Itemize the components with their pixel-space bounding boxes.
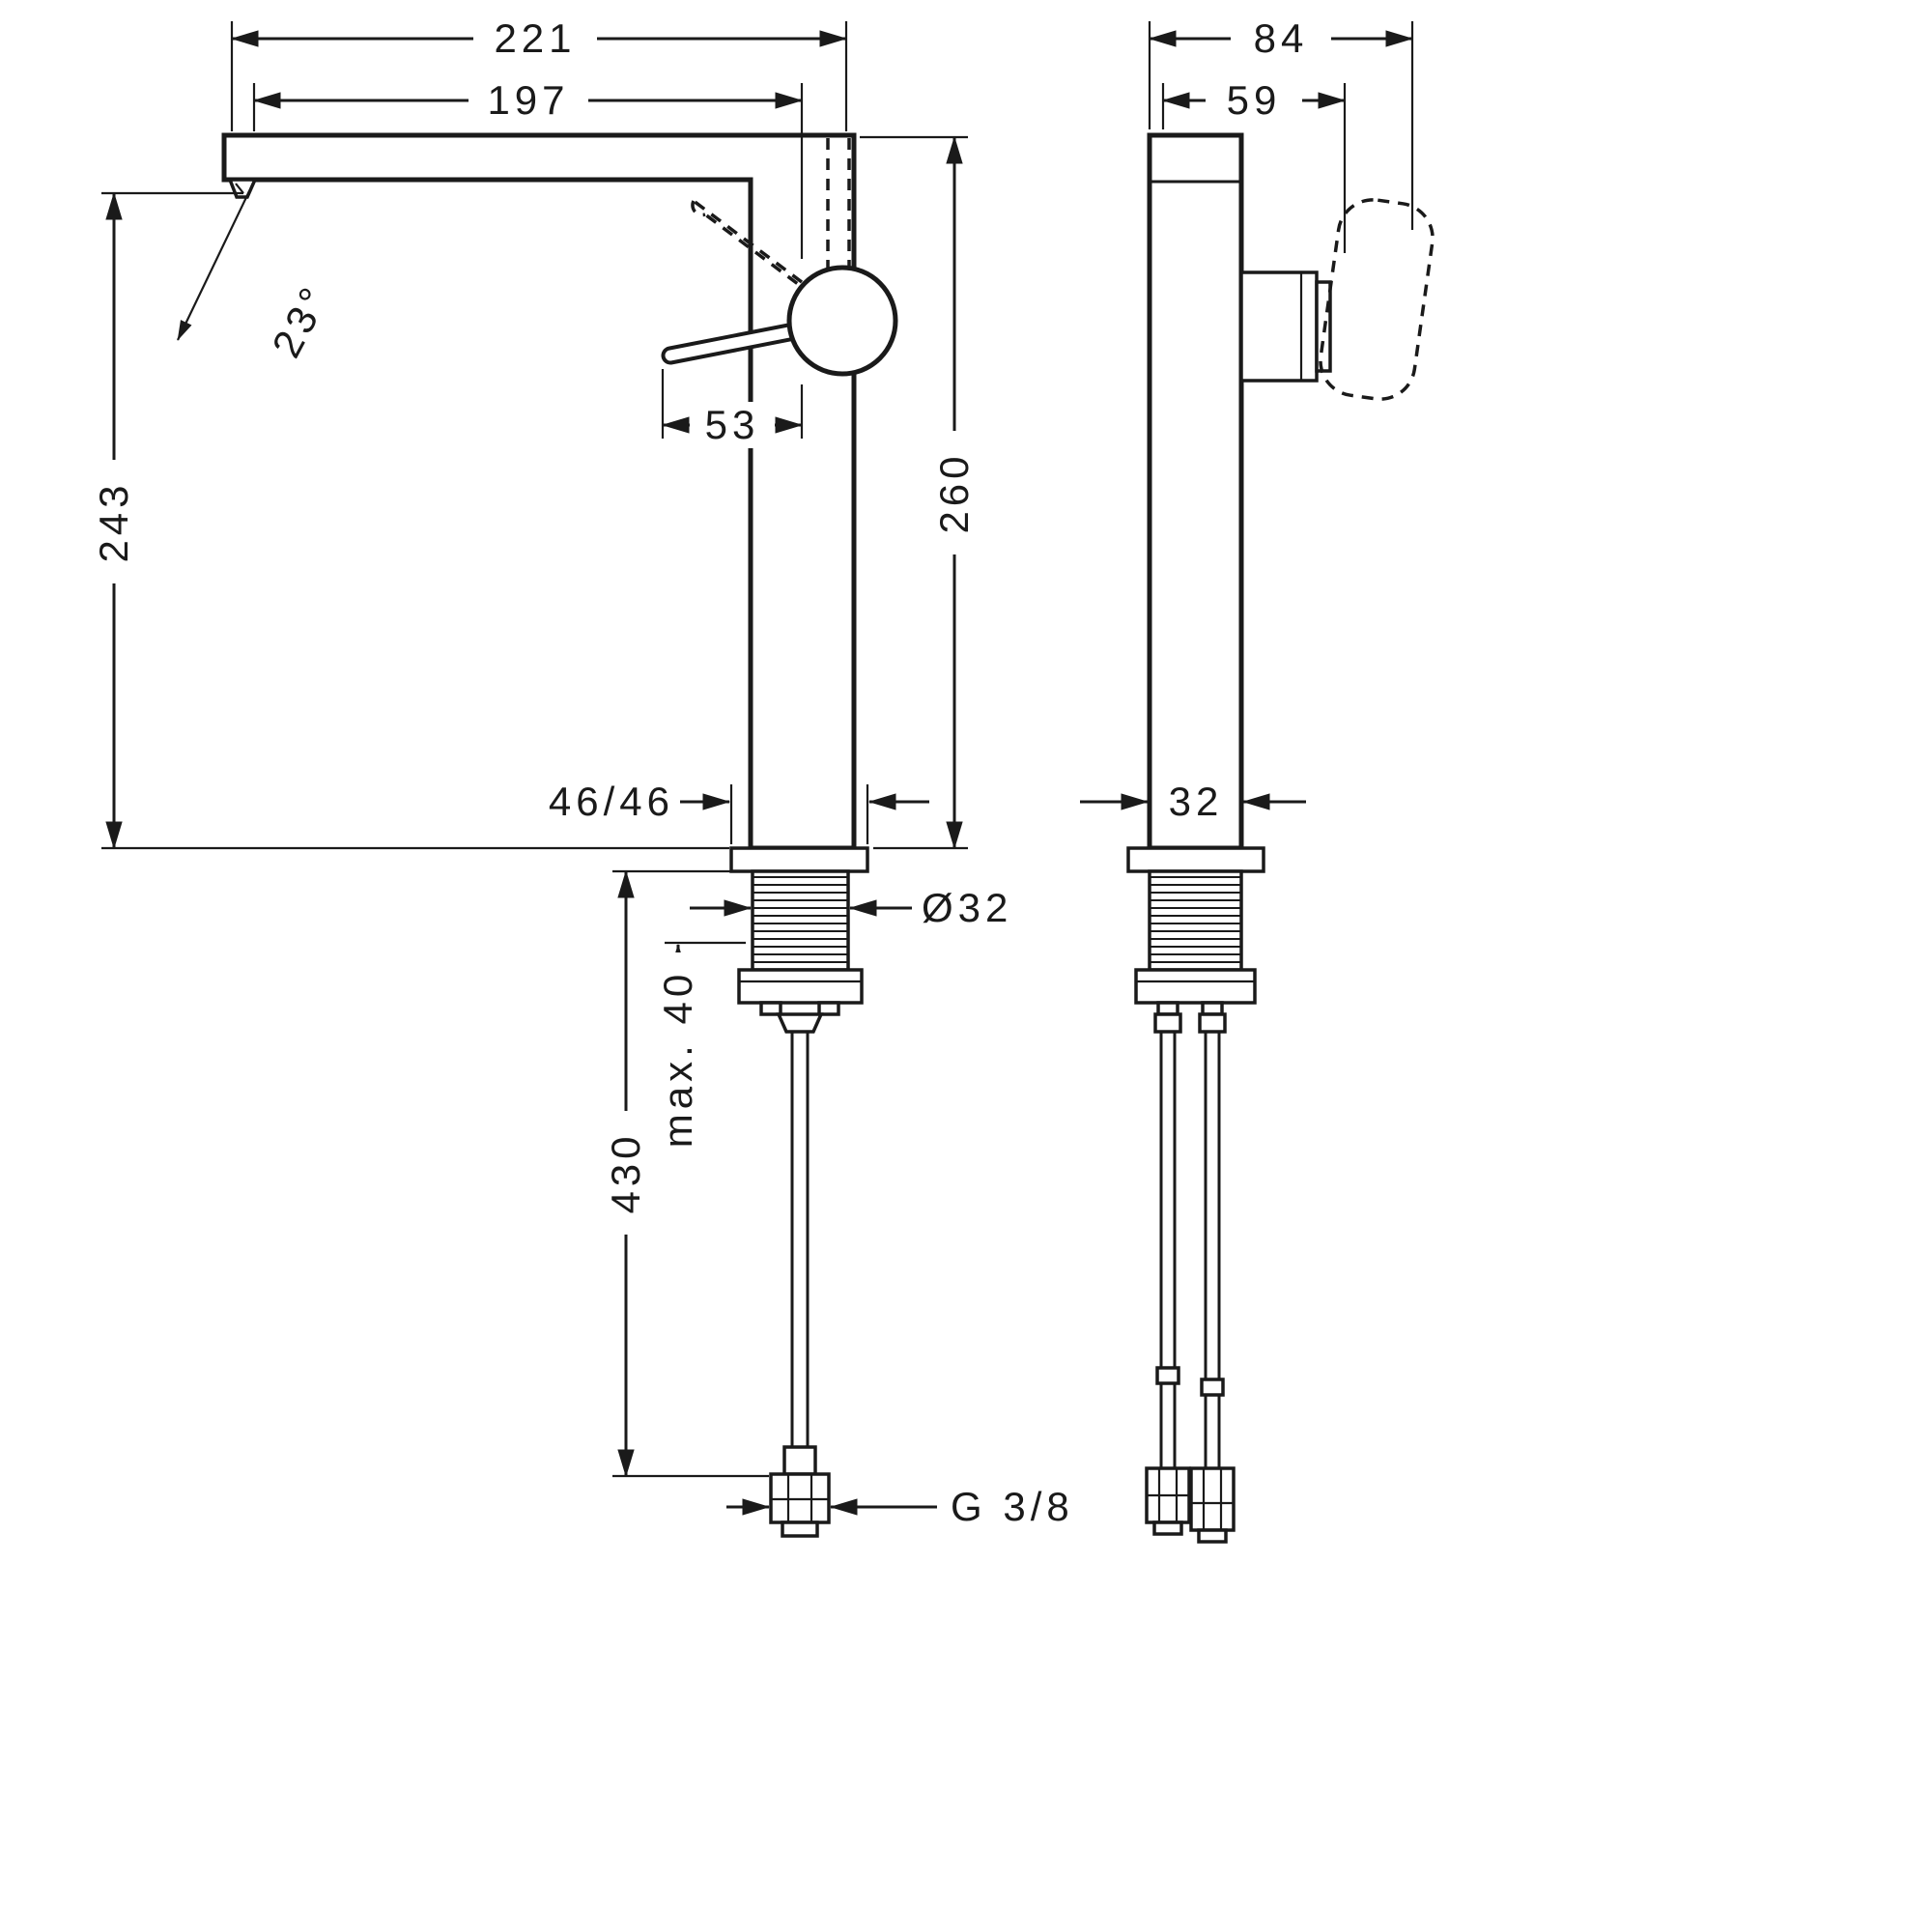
faucet-body-front bbox=[221, 132, 857, 851]
base-plate-side bbox=[1126, 846, 1265, 873]
handle-block-side bbox=[1239, 270, 1319, 383]
dim-body-depth-label: 59 bbox=[1227, 77, 1282, 123]
faucet-body-side bbox=[1147, 132, 1244, 851]
dim-handle-projection: 53 bbox=[661, 369, 804, 448]
dim-spout-to-deck-height-label: 243 bbox=[91, 480, 136, 562]
threaded-shank-front bbox=[751, 869, 850, 972]
dim-overall-projection: 221 bbox=[230, 15, 848, 131]
dim-hose-length-label: 430 bbox=[603, 1131, 648, 1213]
dim-overall-projection-label: 221 bbox=[494, 15, 576, 61]
hose-reducer bbox=[776, 1012, 824, 1034]
dim-spout-reach-label: 197 bbox=[487, 77, 569, 123]
side-view-mounting bbox=[1126, 846, 1265, 1544]
dim-max-deck-thickness: max. 40 bbox=[655, 941, 746, 1165]
dim-spout-angle: 23° bbox=[263, 276, 338, 364]
dim-hose-length: 430 bbox=[603, 869, 769, 1478]
dim-max-deck-thickness-label: max. 40 bbox=[655, 970, 700, 1148]
connector-end bbox=[1197, 1528, 1228, 1544]
hose-collar-front bbox=[782, 1445, 817, 1476]
hose-fitting bbox=[1198, 1012, 1227, 1034]
dim-deck-to-spout-height-label: 260 bbox=[931, 451, 977, 533]
mounting-nut-side bbox=[1134, 968, 1257, 1005]
handle-dashed-tilted bbox=[703, 213, 815, 298]
front-view-faucet bbox=[177, 132, 898, 851]
dim-tap-hole-diameter-label: Ø32 bbox=[922, 885, 1012, 930]
handle-dashed-tilted bbox=[692, 199, 804, 284]
hose-collar-side bbox=[1200, 1378, 1225, 1397]
connector-end bbox=[1152, 1520, 1183, 1536]
handle-lever-dashed-side bbox=[1319, 198, 1435, 401]
mounting-nut-front bbox=[737, 968, 864, 1005]
side-view-faucet bbox=[1147, 132, 1435, 851]
dim-connection-thread: G 3/8 bbox=[726, 1484, 1074, 1529]
dim-body-width: 32 bbox=[1080, 779, 1306, 824]
dim-deck-to-spout-height: 260 bbox=[860, 135, 978, 850]
threaded-shank-side bbox=[1148, 869, 1243, 972]
handle-dashed-cap bbox=[691, 200, 706, 217]
connector-end bbox=[781, 1520, 819, 1538]
dim-spout-to-deck-height: 243 bbox=[91, 191, 729, 850]
hose-connector-side bbox=[1189, 1466, 1236, 1532]
dim-body-width-label: 32 bbox=[1169, 779, 1224, 824]
nut-tab bbox=[1201, 1001, 1224, 1016]
dimensions-side: 84 59 32 bbox=[1080, 15, 1414, 824]
nut-tab bbox=[1156, 1001, 1179, 1016]
dim-tap-hole-diameter: Ø32 bbox=[690, 885, 1012, 930]
aerator-hatch bbox=[235, 183, 244, 194]
dim-spout-reach: 197 bbox=[252, 77, 804, 259]
dim-body-depth: 59 bbox=[1161, 77, 1347, 253]
hose-collar-side bbox=[1155, 1366, 1180, 1385]
dim-handle-projection-label: 53 bbox=[705, 402, 760, 447]
dim-connection-thread-label: G 3/8 bbox=[951, 1484, 1074, 1529]
dim-overall-depth-label: 84 bbox=[1254, 15, 1309, 61]
base-plate-front bbox=[729, 846, 869, 873]
handle-knob bbox=[786, 265, 898, 377]
dim-base-label: 46/46 bbox=[549, 779, 674, 824]
spray-angle-arrow bbox=[177, 190, 250, 341]
aerator-tip bbox=[227, 178, 258, 199]
dimensions-front: 221 197 23° 243 bbox=[91, 15, 1074, 1529]
hose-fitting bbox=[1153, 1012, 1182, 1034]
front-view-mounting bbox=[729, 846, 869, 1538]
dim-overall-depth: 84 bbox=[1148, 15, 1414, 230]
dim-base: 46/46 bbox=[549, 779, 929, 844]
dim-spout-angle-label: 23° bbox=[263, 276, 338, 364]
nut-tab bbox=[759, 1001, 782, 1016]
nut-tab bbox=[817, 1001, 840, 1016]
